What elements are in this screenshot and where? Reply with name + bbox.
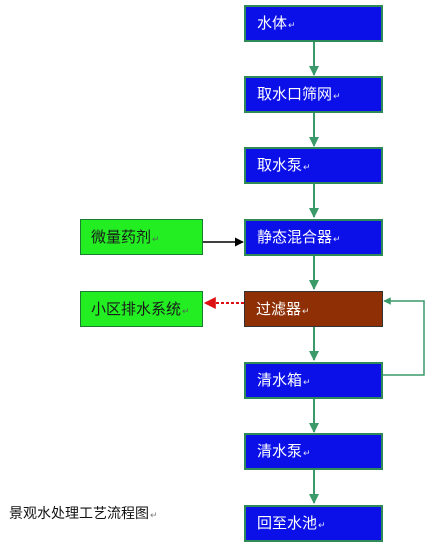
node-label: 小区排水系统 (91, 299, 182, 318)
paragraph-mark-icon: ↵ (303, 163, 311, 173)
diagram-caption: 景观水处理工艺流程图↵ (9, 503, 158, 523)
paragraph-mark-icon: ↵ (182, 306, 190, 317)
node-community-drainage: 小区排水系统↵ (80, 291, 203, 327)
node-label: 清水泵 (257, 442, 303, 460)
arrow-backwash-loop (382, 297, 425, 376)
node-filter: 过滤器↵ (244, 291, 383, 327)
node-label: 微量药剂 (91, 227, 152, 246)
paragraph-mark-icon: ↵ (152, 234, 160, 245)
caption-text: 景观水处理工艺流程图 (9, 506, 149, 522)
node-label: 静态混合器 (257, 228, 333, 246)
node-label: 清水箱 (257, 371, 303, 389)
paragraph-mark-icon: ↵ (318, 521, 326, 531)
node-label: 回至水池 (257, 514, 318, 532)
paragraph-mark-icon: ↵ (288, 21, 296, 31)
paragraph-mark-icon: ↵ (333, 235, 341, 245)
paragraph-mark-icon: ↵ (333, 92, 341, 102)
paragraph-mark-icon: ↵ (303, 449, 311, 459)
paragraph-mark-icon: ↵ (303, 378, 311, 388)
node-intake-pump: 取水泵↵ (244, 147, 383, 184)
node-water-body: 水体↵ (244, 5, 383, 42)
node-label: 水体 (257, 14, 288, 32)
node-label: 取水口筛网 (257, 85, 333, 103)
paragraph-mark-icon: ↵ (150, 511, 158, 521)
node-clear-water-tank: 清水箱↵ (244, 362, 383, 399)
paragraph-mark-icon: ↵ (302, 306, 310, 317)
node-intake-screen: 取水口筛网↵ (244, 76, 383, 113)
node-clear-water-pump: 清水泵↵ (244, 433, 383, 470)
node-label: 取水泵 (257, 156, 303, 174)
node-static-mixer: 静态混合器↵ (244, 219, 383, 256)
node-trace-chemicals: 微量药剂↵ (80, 219, 203, 255)
node-back-to-pool: 回至水池↵ (244, 505, 383, 542)
node-label: 过滤器 (256, 299, 302, 318)
